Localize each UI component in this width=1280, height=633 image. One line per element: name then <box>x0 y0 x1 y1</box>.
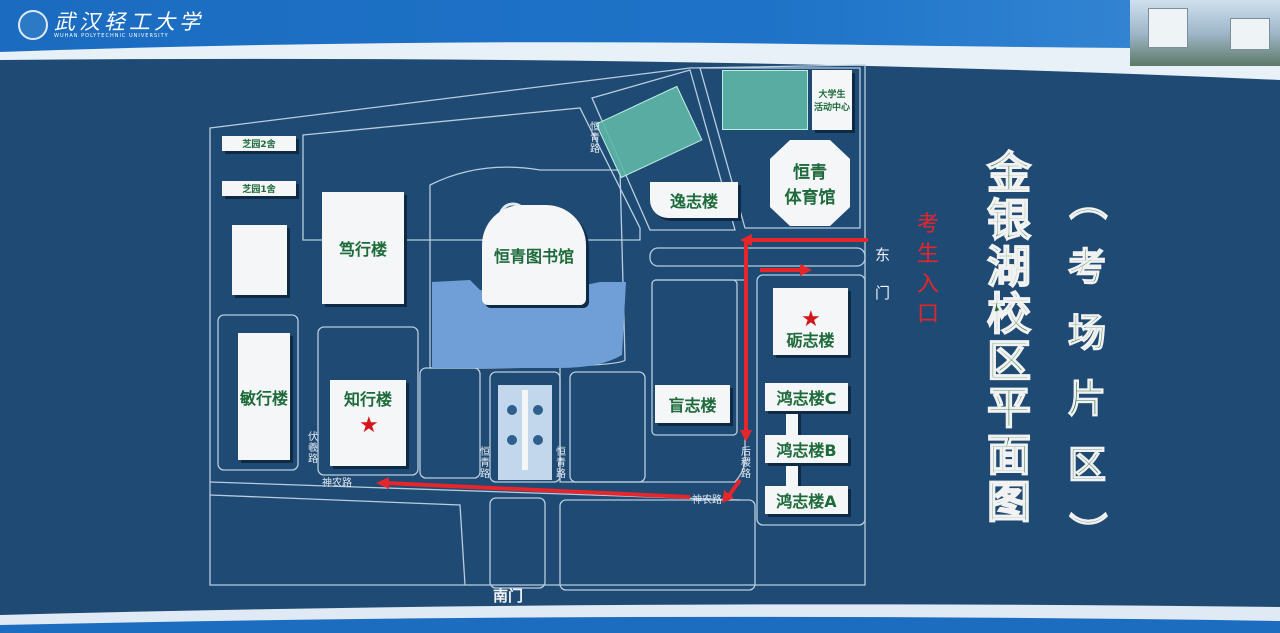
building-dorm-2: 芝园2舍 <box>222 136 296 151</box>
subtitle-char: 场 <box>1067 309 1107 355</box>
road-label-shennong: 神农路 <box>692 495 722 506</box>
candidate-entrance-label: 考 生 入 口 <box>917 210 939 330</box>
road-block <box>649 247 866 267</box>
east-gate-char: 东 <box>875 246 891 264</box>
subtitle-char: 考 <box>1067 243 1107 289</box>
block-outline <box>419 367 481 479</box>
tennis-court <box>722 70 808 130</box>
building-zhixing: 知行楼 <box>330 380 406 466</box>
building-lizhi: 砺志楼 <box>773 288 848 355</box>
block-outline <box>591 69 736 231</box>
block-outline <box>209 494 466 586</box>
title-char: 湖 <box>986 242 1032 293</box>
footer-wave <box>0 604 1280 633</box>
block-outline <box>559 279 746 483</box>
block-outline <box>756 274 866 526</box>
arrow-head-icon <box>740 234 752 246</box>
building-student-center: 大学生 活动中心 <box>812 70 852 130</box>
gym-label-2: 体育馆 <box>784 188 836 208</box>
arrow-head-icon <box>376 477 389 489</box>
block-outline <box>699 67 861 229</box>
building-dorm-1: 芝园1舍 <box>222 181 296 196</box>
block-outline <box>569 371 646 483</box>
arrow-head-icon <box>800 264 812 276</box>
block-outline <box>302 107 641 241</box>
road-label-houji: 后稷路 <box>741 447 751 480</box>
university-logo: 武汉轻工大学 WUHAN POLYTECHNIC UNIVERSITY <box>18 10 204 40</box>
east-gate-label: 东 门 <box>875 236 890 312</box>
building-unlabeled <box>232 225 287 295</box>
exam-site-star-icon: ★ <box>801 307 821 332</box>
road-label-hengqing: 恒青路 <box>556 447 566 480</box>
route-houji <box>726 478 742 499</box>
entrance-char: 入 <box>917 272 940 297</box>
entrance-char: 口 <box>917 302 940 327</box>
subtitle-char: 片 <box>1067 375 1107 421</box>
block-outline <box>489 497 546 589</box>
title-char: 金 <box>986 148 1032 199</box>
block-outline <box>317 326 419 476</box>
road-label-hengqing: 恒青路 <box>480 447 490 480</box>
road-label-shennong: 神农路 <box>322 478 352 489</box>
building-library: 恒青图书馆 <box>482 205 586 305</box>
building-gym: 恒青 体育馆 <box>770 140 850 226</box>
building-yizhi: 逸志楼 <box>650 182 738 218</box>
subtitle-char: （ <box>1064 181 1111 221</box>
arrow-head-icon <box>722 490 734 503</box>
building-hongzhi-a: 鸿志楼A <box>765 486 848 514</box>
gym-label-1: 恒青 <box>793 163 827 183</box>
building-mangzhi: 盲志楼 <box>655 385 730 423</box>
lizhi-label: 砺志楼 <box>786 331 835 350</box>
building-minxing: 敏行楼 <box>238 333 290 460</box>
map-subtitle: （ 考 场 片 区 ） <box>1064 168 1110 564</box>
campus-photo <box>1130 0 1280 66</box>
student-center-label-2: 活动中心 <box>813 103 850 113</box>
east-gate-char: 门 <box>875 284 891 302</box>
header-wave <box>0 42 1280 80</box>
building-duxing: 笃行楼 <box>322 192 404 304</box>
title-char: 面 <box>986 430 1032 481</box>
subtitle-char: 区 <box>1067 441 1107 487</box>
entrance-char: 生 <box>917 242 940 267</box>
title-char: 区 <box>986 336 1032 387</box>
zhixing-label: 知行楼 <box>343 390 392 409</box>
subtitle-char: ） <box>1064 511 1111 551</box>
road-label-fuxi: 伏羲路 <box>308 432 318 465</box>
title-char: 校 <box>986 289 1032 340</box>
map-title: 金 银 湖 校 区 平 面 图 <box>986 148 1032 528</box>
school-name-cn: 武汉轻工大学 <box>54 10 204 34</box>
school-name-en: WUHAN POLYTECHNIC UNIVERSITY <box>54 33 169 39</box>
entrance-char: 考 <box>917 212 940 237</box>
exam-site-star-icon: ★ <box>359 413 379 438</box>
title-char: 银 <box>986 195 1032 246</box>
university-seal-icon <box>18 10 48 40</box>
building-hongzhi-c: 鸿志楼C <box>765 383 848 411</box>
road-label-hengqing: 恒青路 <box>590 122 600 155</box>
building-hongzhi-b: 鸿志楼B <box>765 435 848 463</box>
route-shennong <box>384 481 691 499</box>
block-outline <box>217 314 299 471</box>
title-char: 图 <box>986 477 1032 528</box>
title-char: 平 <box>986 383 1032 434</box>
block-outline <box>559 499 756 591</box>
south-gate-label: 南门 <box>493 587 524 605</box>
arrow-head-icon <box>740 430 752 442</box>
student-center-label-1: 大学生 <box>818 90 846 100</box>
